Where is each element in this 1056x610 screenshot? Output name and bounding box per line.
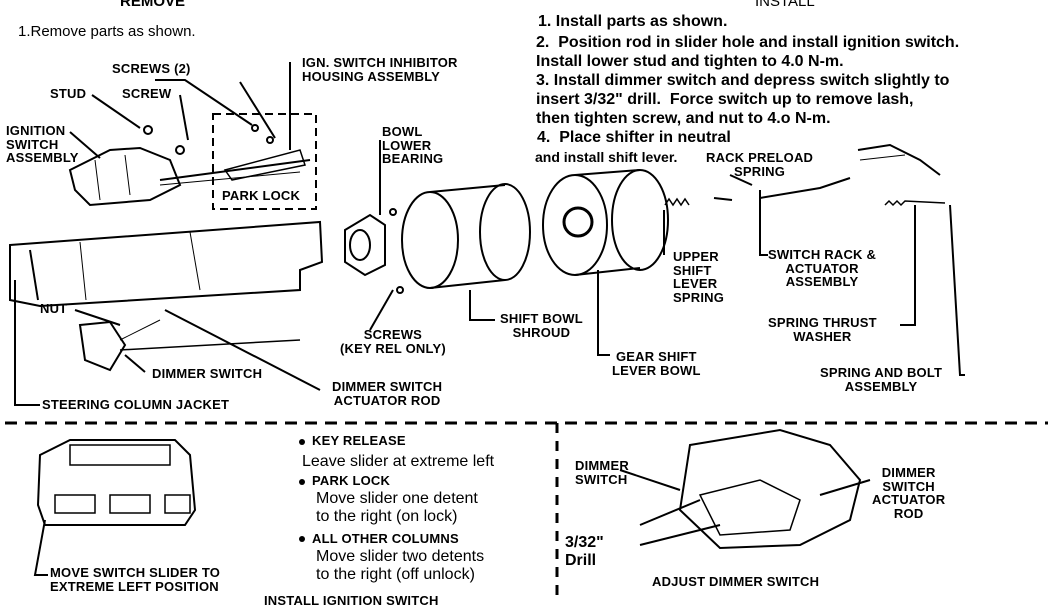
park-lock-box [212,113,317,210]
label-move-switch-slider: MOVE SWITCH SLIDER TO EXTREME LEFT POSIT… [50,565,221,594]
install-step-2a: 2. Position rod in slider hole and insta… [536,34,960,51]
ignition-switch-drawing [36,439,197,526]
upper-shift-spring-part [664,197,690,207]
label-screws-2: SCREWS (2) [112,61,191,76]
switch-rack-part [759,177,851,199]
label-park-lock: PARK LOCK [222,188,301,203]
park-lock-text: Move slider one detent to the right (on … [316,490,478,526]
spring-bolt-part [884,199,946,207]
install-step-2b: Install lower stud and tighten to 4.0 N-… [536,53,844,70]
label-dimmer-actuator-rod-adjust: DIMMER SWITCH ACTUATOR ROD [872,465,946,521]
remove-step-1: 1.Remove parts as shown. [18,23,196,40]
label-switch-rack-actuator: SWITCH RACK & ACTUATOR ASSEMBLY [768,247,877,290]
adjust-dimmer-switch-caption: ADJUST DIMMER SWITCH [652,574,820,589]
key-release-heading: KEY RELEASE [312,433,406,448]
key-release-text: Leave slider at extreme left [302,453,495,470]
label-rack-preload-spring: RACK PRELOAD SPRING [706,150,814,179]
label-dimmer-switch-adjust: DIMMER SWITCH [575,458,629,487]
label-bowl-lower-bearing: BOWL LOWER BEARING [382,124,444,167]
install-step-4a: 4. Place shifter in neutral [537,129,731,146]
label-dimmer-actuator-rod: DIMMER SWITCH ACTUATOR ROD [332,379,443,408]
install-ignition-switch-caption: INSTALL IGNITION SWITCH [264,593,439,608]
label-screws-key-rel: SCREWS (KEY REL ONLY) [340,327,446,356]
gear-shift-lever-bowl-part [542,174,608,276]
install-step-4b: and install shift lever. [535,149,678,165]
ignition-switch-part [68,146,182,207]
other-columns-text: Move slider two detents to the right (of… [316,548,485,584]
dimmer-adjust-drawing [678,428,862,550]
label-ign-switch-inhibitor: IGN. SWITCH INHIBITOR HOUSING ASSEMBLY [302,55,458,84]
label-drill-size: 3/32" Drill [565,534,604,570]
other-columns-heading: ALL OTHER COLUMNS [312,531,459,546]
bowl-lower-bearing-part [344,213,386,277]
shift-bowl-shroud-part [401,191,459,289]
label-spring-and-bolt: SPRING AND BOLT ASSEMBLY [820,365,943,394]
label-steering-column-jacket: STEERING COLUMN JACKET [42,397,230,412]
label-stud: STUD [50,86,87,101]
label-spring-thrust-washer: SPRING THRUST WASHER [768,315,877,344]
install-step-1: 1. Install parts as shown. [538,13,728,30]
label-screw: SCREW [122,86,172,101]
steering-column-jacket [9,220,324,308]
label-upper-shift-lever-spring: UPPER SHIFT LEVER SPRING [673,249,725,305]
install-step-3b: insert 3/32" drill. Force switch up to r… [536,91,914,108]
install-step-3c: then tighten screw, and nut to 4.o N-m. [536,110,831,127]
install-heading: INSTALL [755,0,815,10]
install-step-3a: 3. Install dimmer switch and depress swi… [536,72,950,89]
dimmer-switch-part [78,320,127,372]
label-dimmer-switch: DIMMER SWITCH [152,366,263,381]
label-ignition-switch-assembly: IGNITION SWITCH ASSEMBLY [6,123,79,166]
label-gear-shift-lever-bowl: GEAR SHIFT LEVER BOWL [612,349,701,378]
label-shift-bowl-shroud: SHIFT BOWL SHROUD [500,311,583,340]
label-nut: NUT [40,301,68,316]
park-lock-heading: PARK LOCK [312,473,391,488]
remove-heading: REMOVE [120,0,186,10]
